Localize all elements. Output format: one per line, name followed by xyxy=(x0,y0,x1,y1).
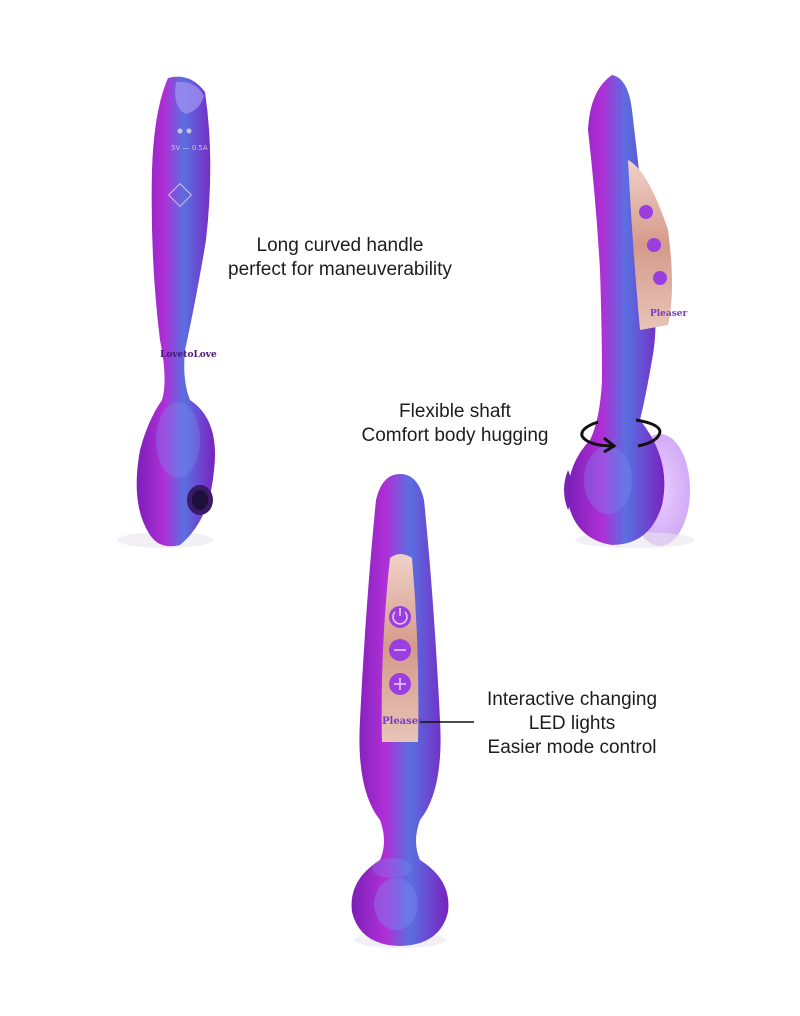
side-panel-logo: Pleaser xyxy=(650,309,688,319)
caption-curved-handle: Long curved handle perfect for maneuvera… xyxy=(212,234,468,282)
wand-back-view: 5V — 0.5A LovetoLove xyxy=(117,76,217,548)
power-icon xyxy=(392,611,408,625)
caption-line: Easier mode control xyxy=(487,737,657,758)
caption-line: perfect for maneuverability xyxy=(228,259,452,280)
caption-line: Long curved handle xyxy=(256,235,424,256)
caption-led-lights: Interactive changing LED lights Easier m… xyxy=(472,688,672,760)
wand-side-view: Pleaser xyxy=(564,75,695,548)
caption-flexible-shaft: Flexible shaft Comfort body hugging xyxy=(348,400,562,448)
front-panel-logo: Pleaser xyxy=(382,716,424,727)
minus-button xyxy=(389,639,411,661)
caption-line: Flexible shaft xyxy=(399,401,511,422)
caption-line: LED lights xyxy=(528,713,616,734)
wand-front-view: Pleaser xyxy=(351,474,474,948)
rotation-arrow-icon xyxy=(580,418,662,454)
caption-line: Interactive changing xyxy=(486,689,658,710)
caption-line: Comfort body hugging xyxy=(361,425,549,446)
charging-label: 5V — 0.5A xyxy=(171,144,208,152)
power-button xyxy=(389,606,411,628)
brand-engraving: LovetoLove xyxy=(160,350,217,360)
plus-button xyxy=(389,673,411,695)
